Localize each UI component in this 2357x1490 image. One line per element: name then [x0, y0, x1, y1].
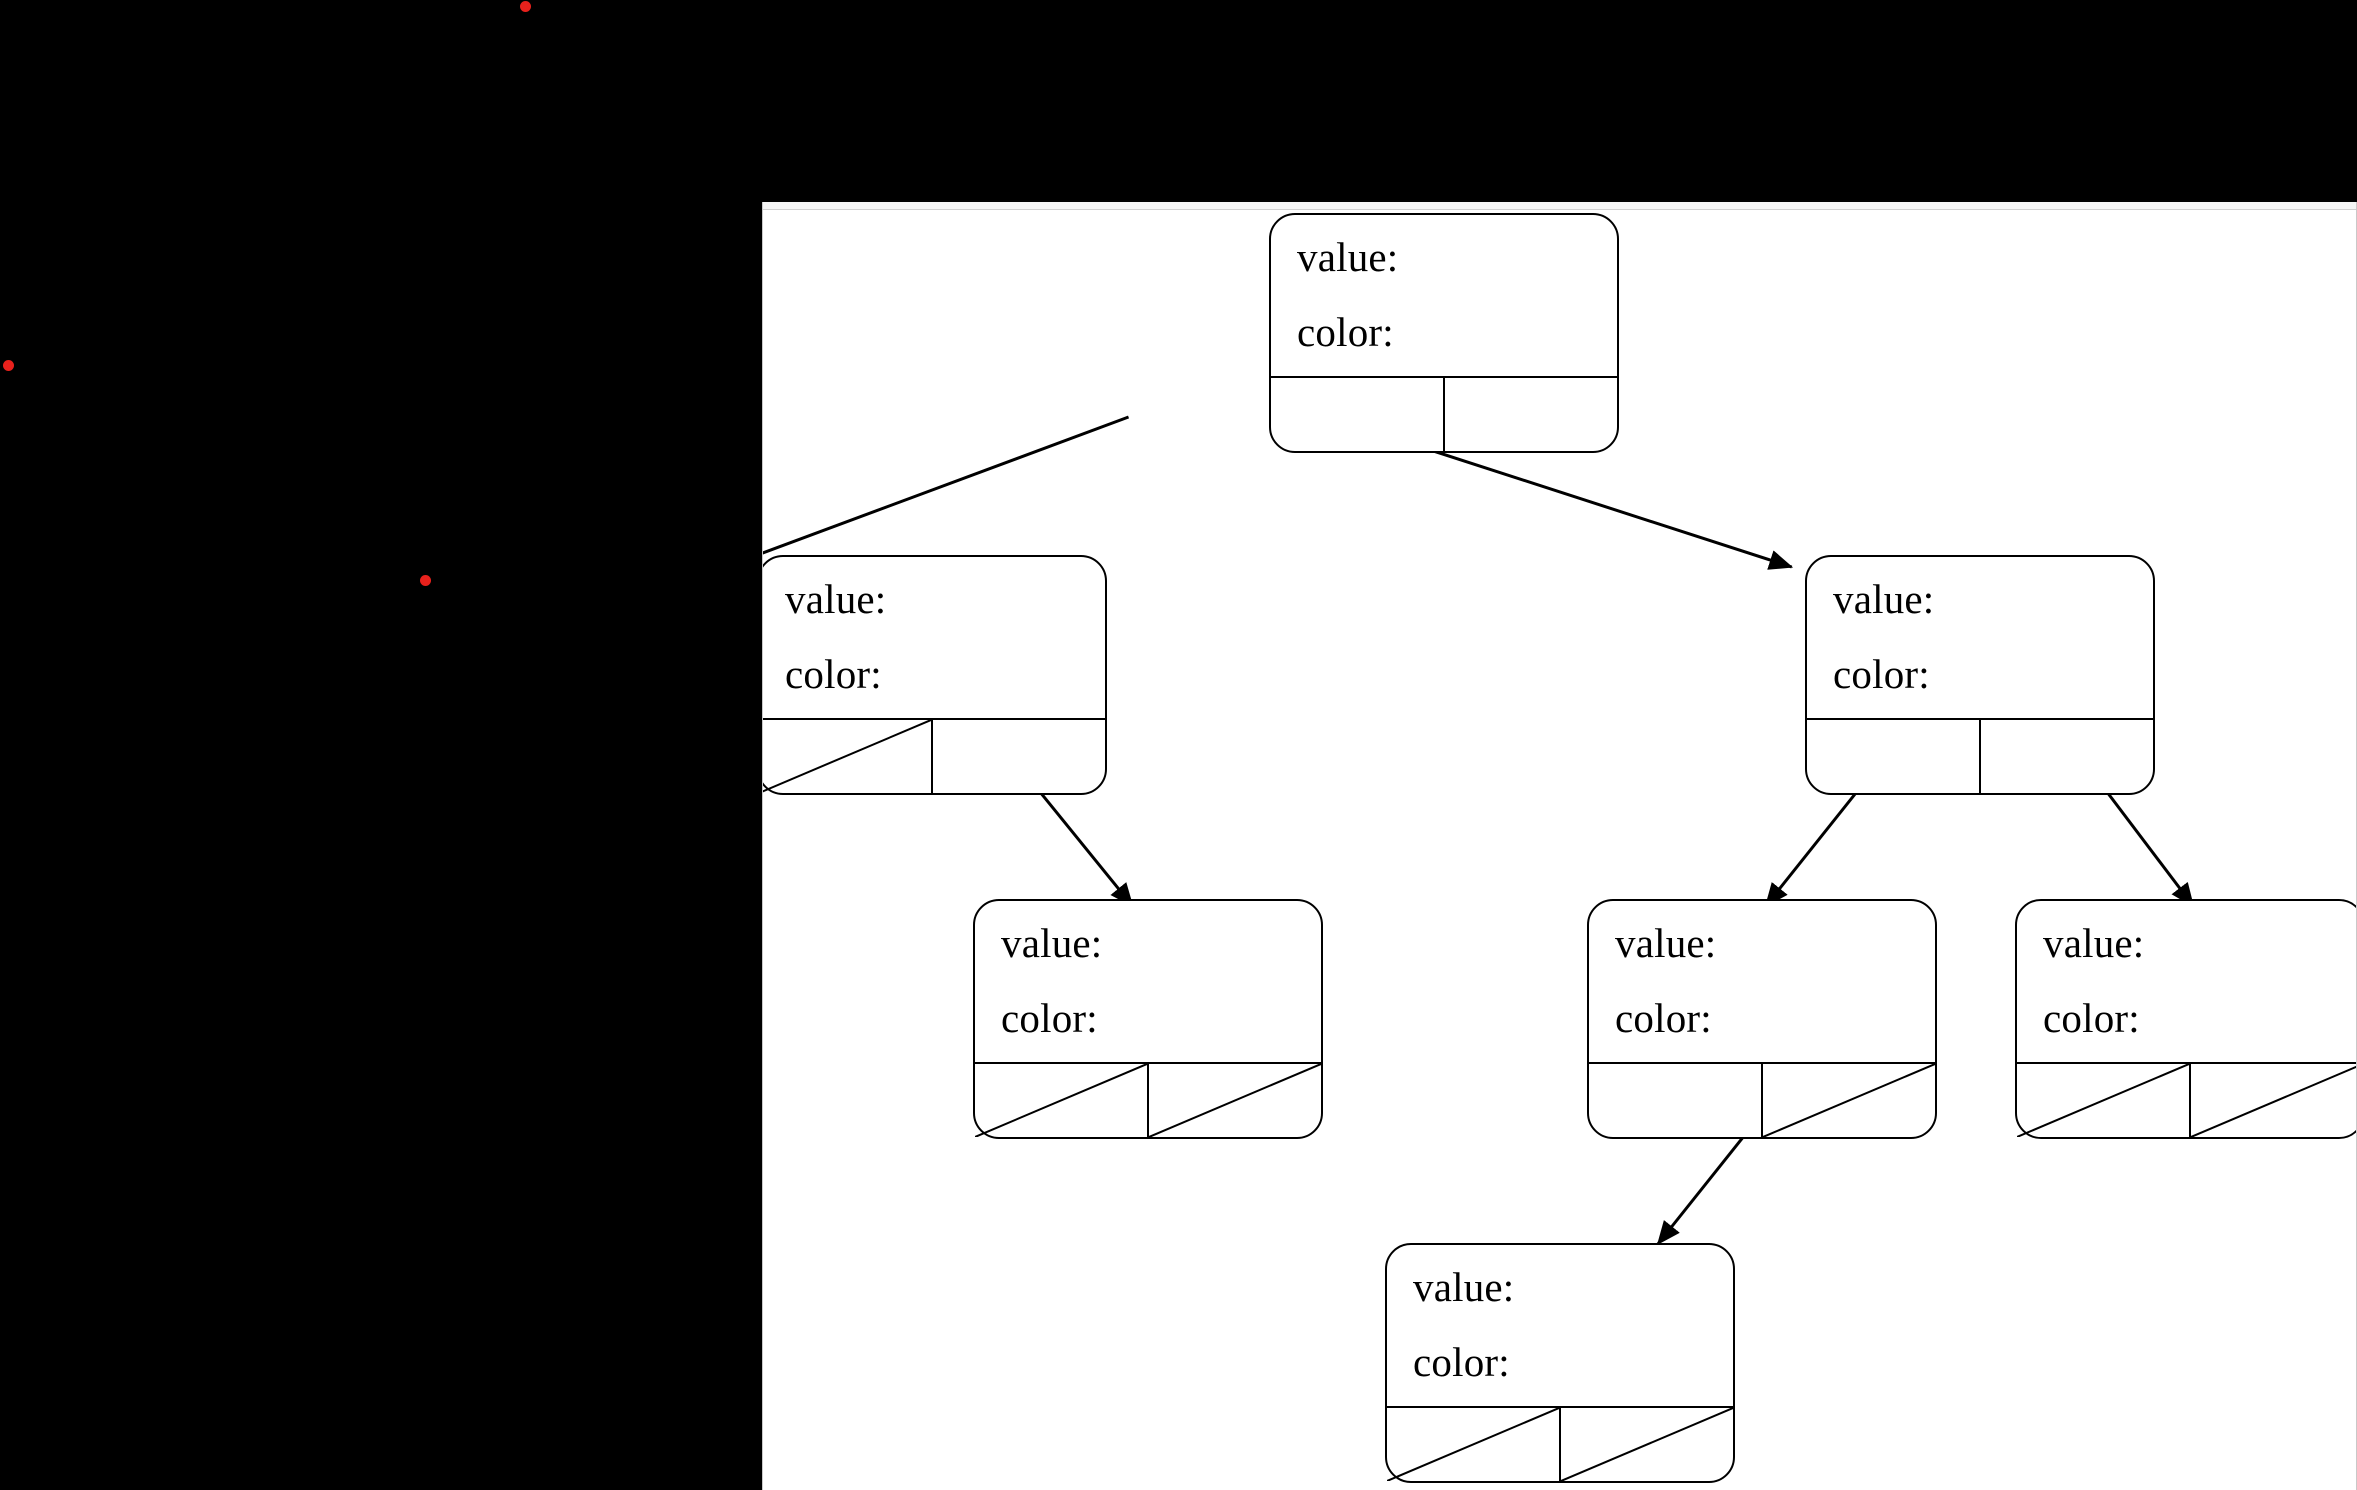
node-pointer-row-root — [1271, 376, 1617, 451]
null-slash-icon — [1763, 1064, 1935, 1137]
node-fields-deep-leaf: value: color: — [1387, 1245, 1733, 1400]
right-pointer-cell-null[interactable] — [2191, 1064, 2357, 1137]
tree-node-left-right-grandchild[interactable]: value: color: — [973, 899, 1323, 1139]
right-pointer-cell[interactable] — [1445, 378, 1617, 451]
node-color-label: color: — [1615, 995, 1712, 1041]
node-value-label: value: — [1833, 576, 1935, 622]
node-pointer-row-left-child — [762, 718, 1105, 793]
tree-node-right-right-grandchild[interactable]: value: color: — [2015, 899, 2357, 1139]
null-slash-icon — [1561, 1408, 1733, 1481]
node-pointer-row-deep-leaf — [1387, 1406, 1733, 1481]
tree-node-right-child[interactable]: value: color: — [1805, 555, 2155, 795]
tree-node-left-child[interactable]: value: color: — [762, 555, 1107, 795]
node-fields-left-right-grandchild: value: color: — [975, 901, 1321, 1056]
marker-dot-left — [3, 360, 14, 371]
right-pointer-cell-null[interactable] — [1561, 1408, 1733, 1481]
node-fields-root: value: color: — [1271, 215, 1617, 370]
right-pointer-cell-null[interactable] — [1763, 1064, 1935, 1137]
null-slash-icon — [762, 720, 931, 793]
node-value-label: value: — [2043, 920, 2145, 966]
null-slash-icon — [1387, 1408, 1559, 1481]
marker-dot-top — [520, 1, 531, 12]
right-pointer-cell-null[interactable] — [1149, 1064, 1321, 1137]
left-pointer-cell-null[interactable] — [2017, 1064, 2191, 1137]
null-slash-icon — [2017, 1064, 2189, 1137]
node-value-label: value: — [1001, 920, 1103, 966]
node-value-label: value: — [785, 576, 887, 622]
node-fields-right-left-grandchild: value: color: — [1589, 901, 1935, 1056]
panel-top-strip — [763, 202, 2356, 210]
right-pointer-cell[interactable] — [1981, 720, 2153, 793]
left-pointer-cell[interactable] — [1807, 720, 1981, 793]
node-color-label: color: — [1413, 1339, 1510, 1385]
node-pointer-row-right-right-grandchild — [2017, 1062, 2357, 1137]
null-slash-icon — [975, 1064, 1147, 1137]
node-value-label: value: — [1615, 920, 1717, 966]
tree-node-right-left-grandchild[interactable]: value: color: — [1587, 899, 1937, 1139]
node-color-label: color: — [1833, 651, 1930, 697]
left-pointer-cell[interactable] — [1589, 1064, 1763, 1137]
node-pointer-row-right-child — [1807, 718, 2153, 793]
tree-node-root[interactable]: value: color: — [1269, 213, 1619, 453]
left-pointer-cell-null[interactable] — [975, 1064, 1149, 1137]
node-color-label: color: — [2043, 995, 2140, 1041]
tree-node-deep-leaf[interactable]: value: color: — [1385, 1243, 1735, 1483]
right-pointer-cell[interactable] — [933, 720, 1105, 793]
left-pointer-cell-null[interactable] — [762, 720, 933, 793]
node-fields-right-right-grandchild: value: color: — [2017, 901, 2356, 1056]
edge-root-left — [763, 415, 1130, 555]
node-value-label: value: — [1297, 234, 1399, 280]
node-value-label: value: — [1413, 1264, 1515, 1310]
node-fields-left-child: value: color: — [763, 557, 1105, 712]
marker-dot-mid — [420, 575, 431, 586]
node-pointer-row-right-left-grandchild — [1589, 1062, 1935, 1137]
left-pointer-cell-null[interactable] — [1387, 1408, 1561, 1481]
null-slash-icon — [1149, 1064, 1321, 1137]
node-pointer-row-left-right-grandchild — [975, 1062, 1321, 1137]
node-fields-right-child: value: color: — [1807, 557, 2153, 712]
left-pointer-cell[interactable] — [1271, 378, 1445, 451]
node-color-label: color: — [785, 651, 882, 697]
node-color-label: color: — [1297, 309, 1394, 355]
null-slash-icon — [2191, 1064, 2357, 1137]
node-color-label: color: — [1001, 995, 1098, 1041]
diagram-panel: value: color: value: color: — [762, 202, 2357, 1490]
